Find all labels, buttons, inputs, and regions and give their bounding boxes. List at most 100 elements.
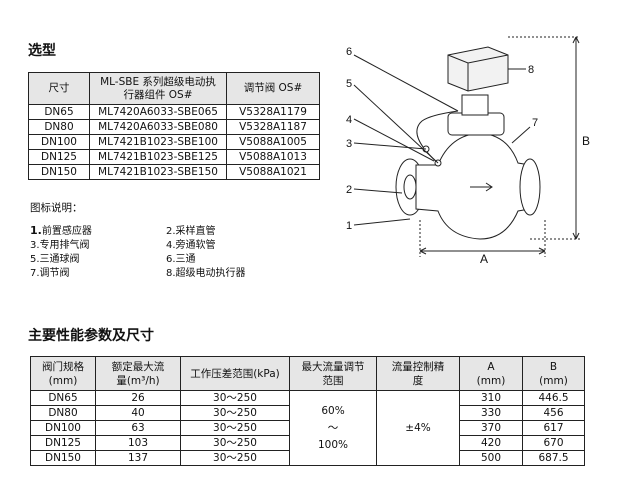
cell: DN150 (30, 450, 96, 466)
callout-5: 5 (346, 78, 352, 90)
dimension-a-label: A (480, 252, 488, 265)
dimension-b-label: B (582, 134, 590, 148)
cell: V5328A1187 (226, 119, 320, 135)
stem-yoke (461, 94, 489, 116)
table-row: DN65 26 30～250 60%～100% ±4% 310 446.5 (30, 390, 585, 466)
leader-1 (353, 218, 411, 226)
cell: V5088A1005 (226, 134, 320, 150)
cell: 63 (95, 420, 181, 436)
cell: ML7420A6033-SBE065 (89, 104, 227, 120)
leader-2 (353, 188, 403, 194)
cell: 500 (459, 450, 523, 466)
cell: 26 (95, 390, 181, 406)
outlet-flange (519, 158, 541, 216)
cell: 617 (522, 420, 585, 436)
cell: 446.5 (522, 390, 585, 406)
cell: DN80 (30, 405, 96, 421)
performance-title: 主要性能参数及尺寸 (28, 328, 154, 344)
valve-body (415, 132, 531, 240)
cell: 330 (459, 405, 523, 421)
cell: 310 (459, 390, 523, 406)
table-row: DN100 63 30～250 370 617 (30, 420, 585, 436)
legend-item: 3.专用排气阀 (30, 240, 90, 251)
table-header-row: 阀门规格(mm) 额定最大流量(m³/h) 工作压差范围(kPa) 最大流量调节… (30, 356, 585, 391)
b-extension-lines (508, 36, 580, 240)
leader-7 (511, 126, 531, 144)
dimension-b-line (572, 36, 580, 240)
legend-item: 6.三通 (166, 254, 196, 265)
cell: 30～250 (180, 450, 290, 466)
callout-2: 2 (346, 184, 352, 196)
callout-3: 3 (346, 138, 352, 150)
cell: DN125 (28, 149, 90, 165)
performance-table: 阀门规格(mm) 额定最大流量(m³/h) 工作压差范围(kPa) 最大流量调节… (30, 356, 585, 466)
cell: 30～250 (180, 420, 290, 436)
cell: ML7421B1023-SBE100 (89, 134, 227, 150)
leader-4 (353, 118, 435, 162)
legend-item: 1.前置感应器 (30, 224, 92, 237)
table-header-row: 尺寸 ML-SBE 系列超级电动执 行器组件 OS# 调节阀 OS# (28, 72, 320, 105)
legend-item: 5.三通球阀 (30, 254, 80, 265)
cell: DN80 (28, 119, 90, 135)
leader-5 (353, 84, 439, 164)
legend-item: 8.超级电动执行器 (166, 268, 246, 279)
header-actuator-line2: 行器组件 OS# (123, 88, 193, 101)
header-valve: 调节阀 OS# (226, 72, 320, 105)
header-rated-flow: 额定最大流量(m³/h) (95, 356, 181, 391)
header-accuracy: 流量控制精度 (376, 356, 460, 391)
cell: DN125 (30, 435, 96, 451)
cell: 30～250 (180, 390, 290, 406)
leader-6 (353, 54, 459, 112)
cell: 687.5 (522, 450, 585, 466)
flow-arrow (470, 182, 493, 192)
cell: ML7421B1023-SBE125 (89, 149, 227, 165)
legend-item: 2.采样直管 (166, 226, 216, 237)
header-dim-a: A(mm) (459, 356, 523, 391)
cell: 30～250 (180, 405, 290, 421)
header-actuator-line1: ML-SBE 系列超级电动执 (100, 75, 216, 88)
actuator (447, 46, 509, 92)
valve-diagram: 1 2 3 4 5 6 7 8 A B (346, 36, 590, 265)
header-actuator-assembly: ML-SBE 系列超级电动执 行器组件 OS# (89, 72, 227, 105)
legend: 图标说明： 1.前置感应器 2.采样直管 3.专用排气阀 4.旁通软管 5.三通… (30, 200, 330, 280)
callout-7: 7 (532, 117, 538, 129)
selection-title: 选型 (28, 43, 56, 59)
cell: 456 (522, 405, 585, 421)
header-dim-b: B(mm) (522, 356, 585, 391)
legend-item: 4.旁通软管 (166, 240, 216, 251)
callout-1: 1 (346, 220, 352, 232)
cell: V5328A1179 (226, 104, 320, 120)
flow-range-cell: 60%～100% (289, 390, 377, 466)
callout-8: 8 (528, 64, 534, 76)
accuracy-cell: ±4% (376, 390, 460, 466)
bonnet (447, 112, 505, 136)
cell: DN150 (28, 164, 90, 180)
header-flow-range: 最大流量调节范围 (289, 356, 377, 391)
callout-6: 6 (346, 46, 352, 58)
cell: 670 (522, 435, 585, 451)
cell: 370 (459, 420, 523, 436)
cell: 40 (95, 405, 181, 421)
cell: DN100 (30, 420, 96, 436)
callout-4: 4 (346, 114, 352, 126)
table-row: DN150 137 30～250 500 687.5 (30, 450, 585, 466)
leader-3 (353, 142, 427, 150)
header-size: 尺寸 (28, 72, 90, 105)
cell: 103 (95, 435, 181, 451)
cell: V5088A1021 (226, 164, 320, 180)
header-pressure-range: 工作压差范围(kPa) (180, 356, 290, 391)
cell: V5088A1013 (226, 149, 320, 165)
legend-item: 7.调节阀 (30, 268, 70, 279)
cell: 30～250 (180, 435, 290, 451)
cell: ML7421B1023-SBE150 (89, 164, 227, 180)
cell: DN65 (30, 390, 96, 406)
cell: 420 (459, 435, 523, 451)
cell: ML7420A6033-SBE080 (89, 119, 227, 135)
cell: DN65 (28, 104, 90, 120)
